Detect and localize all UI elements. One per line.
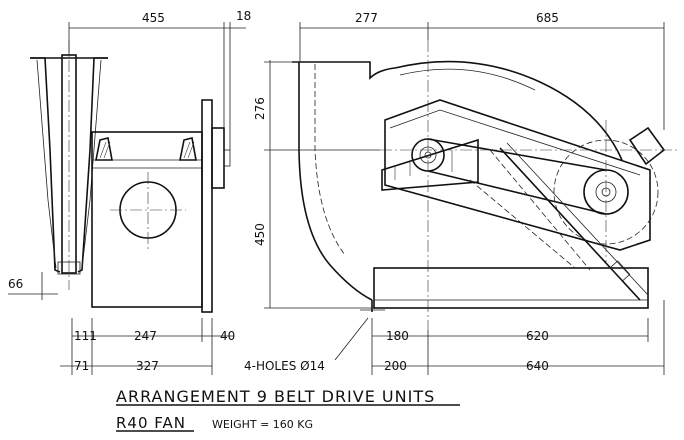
bearing-housing: [91, 131, 203, 308]
holes-note: 4-HOLES Ø14: [244, 359, 325, 373]
dimension-lines: [8, 22, 665, 375]
dim-71: 71: [74, 359, 89, 373]
dim-276: 276: [253, 97, 267, 120]
outlet-flange: [292, 61, 396, 80]
scroll-casing-top: [394, 60, 623, 161]
base-frame: [373, 267, 649, 309]
title-block: ARRANGEMENT 9 BELT DRIVE UNITS R40 FAN W…: [116, 387, 460, 432]
belt-bottom: [427, 170, 607, 215]
dim-327: 327: [136, 359, 159, 373]
belt-guard: [384, 99, 651, 251]
dim-247: 247: [134, 329, 157, 343]
dim-111: 111: [74, 329, 97, 343]
side-plate: [201, 99, 213, 313]
side-elevation-view: [30, 40, 231, 313]
dim-640: 640: [526, 359, 549, 373]
bearing-right: [179, 137, 197, 161]
belt-top: [427, 138, 607, 171]
weight-label: WEIGHT = 160 KG: [212, 418, 313, 431]
dim-450: 450: [253, 223, 267, 246]
drawing-title: ARRANGEMENT 9 BELT DRIVE UNITS: [116, 387, 435, 406]
dimension-labels: 455 18 277 685 276 450 66 111 247 40 180…: [8, 9, 559, 373]
dim-277: 277: [355, 11, 378, 25]
dim-40: 40: [220, 329, 235, 343]
dim-180: 180: [386, 329, 409, 343]
fan-model-label: R40 FAN: [116, 414, 186, 432]
dim-685: 685: [536, 11, 559, 25]
shaft-opening: [119, 181, 177, 239]
scroll-casing-left: [298, 62, 373, 301]
dim-455: 455: [142, 11, 165, 25]
dim-66: 66: [8, 277, 23, 291]
dim-200: 200: [384, 359, 407, 373]
terminal-box: [628, 126, 666, 166]
dim-620: 620: [526, 329, 549, 343]
bearing-left: [95, 137, 113, 161]
front-elevation-view: [292, 40, 680, 330]
pulley: [211, 127, 225, 189]
dim-18: 18: [236, 9, 251, 23]
